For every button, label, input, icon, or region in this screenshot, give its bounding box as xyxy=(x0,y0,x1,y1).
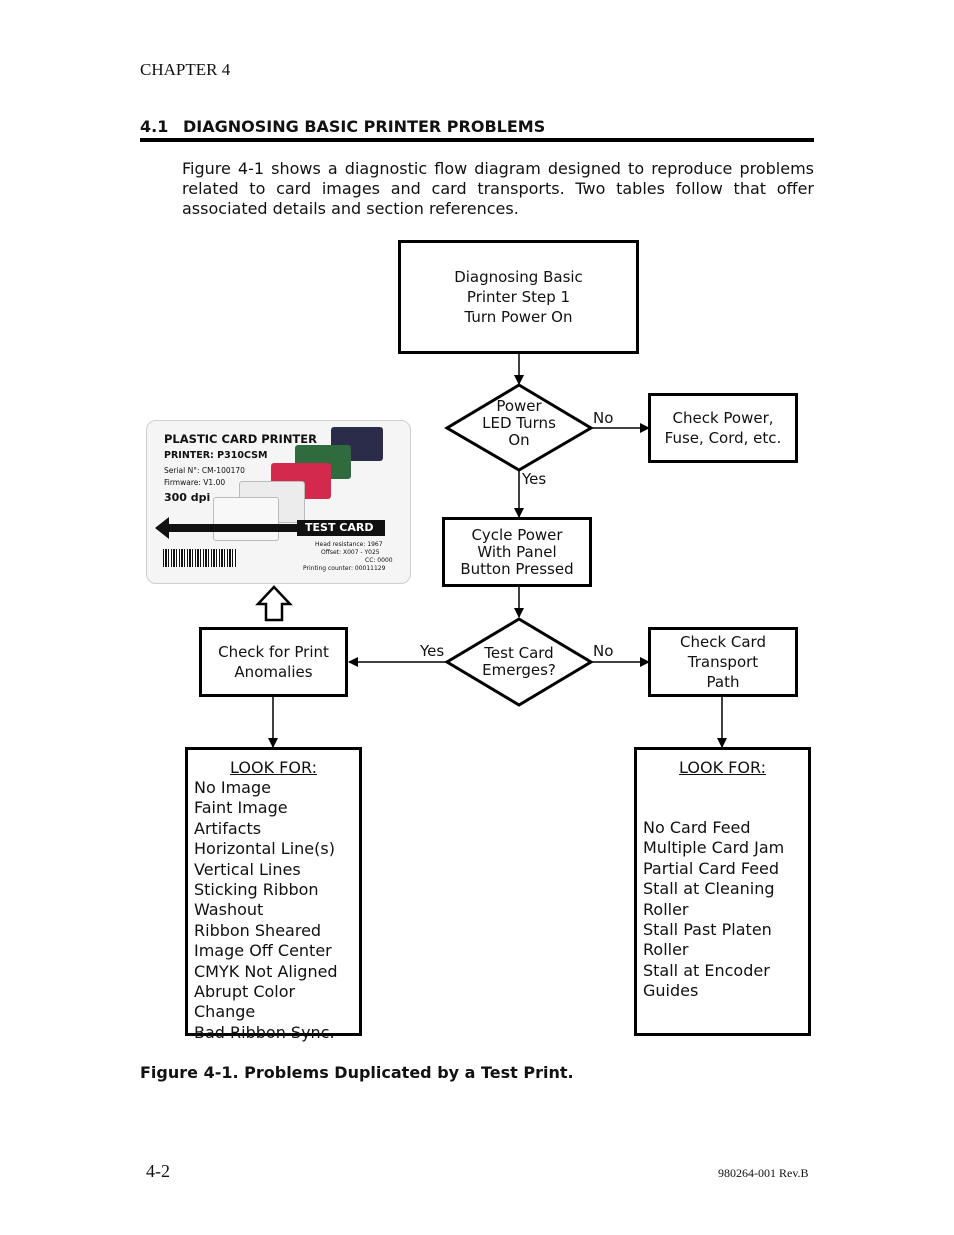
start-box: Diagnosing Basic Printer Step 1 Turn Pow… xyxy=(398,240,639,354)
look-left-item: Sticking Ribbon xyxy=(194,880,319,900)
check-print-line-2: Anomalies xyxy=(234,663,313,681)
look-left-item: Vertical Lines xyxy=(194,859,301,879)
card-label-band xyxy=(297,520,385,536)
look-left-item: Image Off Center xyxy=(194,941,332,961)
card-counter: Printing counter: 00011129 xyxy=(303,565,386,572)
chapter-heading: CHAPTER 4 xyxy=(140,60,231,79)
cycle-line-1: Cycle Power xyxy=(471,525,563,544)
card-head: Head resistance: 1967 xyxy=(315,541,383,548)
test-line-2: Emerges? xyxy=(482,661,556,679)
look-left-heading: LOOK FOR: xyxy=(230,758,317,777)
figure-caption: Figure 4-1. Problems Duplicated by a Tes… xyxy=(140,1063,574,1082)
transport-line-1: Check Card xyxy=(679,633,766,651)
start-line-2: Printer Step 1 xyxy=(466,288,571,306)
test-card-image: PLASTIC CARD PRINTER PRINTER: P310CSM Se… xyxy=(146,420,411,584)
power-decision-text: Power LED Turns On xyxy=(469,398,569,449)
card-printer: PRINTER: P310CSM xyxy=(164,450,268,461)
power-line-2: LED Turns xyxy=(482,414,556,432)
check-power-box: Check Power, Fuse, Cord, etc. xyxy=(648,393,798,463)
label-no-test: No xyxy=(593,642,614,660)
look-right-item: Stall at Encoder Guides xyxy=(643,960,770,1001)
cycle-line-3: Button Pressed xyxy=(460,559,574,578)
label-no-power: No xyxy=(593,409,614,427)
start-line-3: Turn Power On xyxy=(464,308,573,326)
look-right-heading: LOOK FOR: xyxy=(679,758,766,777)
card-arrow-band xyxy=(155,517,385,539)
barcode-icon xyxy=(163,549,237,567)
look-left-item: Abrupt Color Change xyxy=(194,982,296,1022)
start-line-1: Diagnosing Basic xyxy=(454,268,583,286)
check-print-box: Check for Print Anomalies xyxy=(199,627,348,697)
look-right-item: Partial Card Feed xyxy=(643,858,780,878)
card-offset: Offset: X007 - Y025 xyxy=(321,549,380,556)
card-firmware: Firmware: V1.00 xyxy=(164,478,226,487)
look-right-item: No Card Feed xyxy=(643,818,751,837)
page-number: 4-2 xyxy=(146,1161,170,1181)
transport-line-2: Transport xyxy=(687,653,759,671)
look-left-item: Ribbon Sheared xyxy=(194,920,322,940)
section-heading: 4.1 DIAGNOSING BASIC PRINTER PROBLEMS xyxy=(140,117,814,142)
look-left-item: CMYK Not Aligned xyxy=(194,961,338,981)
test-line-1: Test Card xyxy=(484,644,554,662)
power-line-1: Power xyxy=(496,397,542,415)
card-swatch-white-2 xyxy=(213,497,279,541)
look-right-item: Multiple Card Jam xyxy=(643,838,785,858)
power-decision-diamond xyxy=(444,383,594,472)
section-number: 4.1 xyxy=(140,117,169,136)
look-left-item: Washout xyxy=(194,900,264,920)
look-left-item: No Image xyxy=(194,778,271,797)
check-transport-box: Check Card Transport Path xyxy=(648,627,798,697)
test-card-decision-diamond xyxy=(444,617,594,707)
power-line-3: On xyxy=(508,431,530,449)
card-label: TEST CARD xyxy=(305,521,374,534)
card-cc: CC: 0000 xyxy=(365,557,393,564)
intro-paragraph: Figure 4-1 shows a diagnostic flow diagr… xyxy=(182,159,814,218)
look-left-item: Bad Ribbon Sync. xyxy=(194,1022,335,1042)
look-for-transport-box: LOOK FOR: No Card Feed Multiple Card Jam… xyxy=(634,747,811,1036)
look-left-item: Artifacts xyxy=(194,818,262,838)
card-title: PLASTIC CARD PRINTER xyxy=(164,432,317,446)
look-right-item: Stall Past Platen Roller xyxy=(643,920,772,960)
cycle-line-2: With Panel xyxy=(477,542,557,561)
check-power-line-1: Check Power, xyxy=(672,409,774,427)
check-power-line-2: Fuse, Cord, etc. xyxy=(664,429,782,447)
section-title: DIAGNOSING BASIC PRINTER PROBLEMS xyxy=(183,117,546,136)
check-print-line-1: Check for Print xyxy=(218,643,329,661)
test-card-decision-text: Test Card Emerges? xyxy=(469,645,569,679)
transport-line-3: Path xyxy=(706,673,740,691)
card-dpi: 300 dpi xyxy=(164,491,211,504)
look-right-item: Stall at Cleaning Roller xyxy=(643,879,775,919)
look-for-image-box: LOOK FOR: No Image Faint Image Artifacts… xyxy=(185,747,362,1042)
up-arrow-icon xyxy=(255,585,293,622)
card-serial: Serial N°: CM-100170 xyxy=(164,466,245,475)
cycle-power-box: Cycle Power With Panel Button Pressed xyxy=(442,517,592,587)
document-number: 980264-001 Rev.B xyxy=(718,1166,809,1180)
label-yes-test: Yes xyxy=(420,642,445,660)
look-left-item: Horizontal Line(s) xyxy=(194,839,335,859)
label-yes-power: Yes xyxy=(522,470,547,488)
look-left-item: Faint Image xyxy=(194,798,288,818)
look-right-spacer xyxy=(637,778,808,818)
